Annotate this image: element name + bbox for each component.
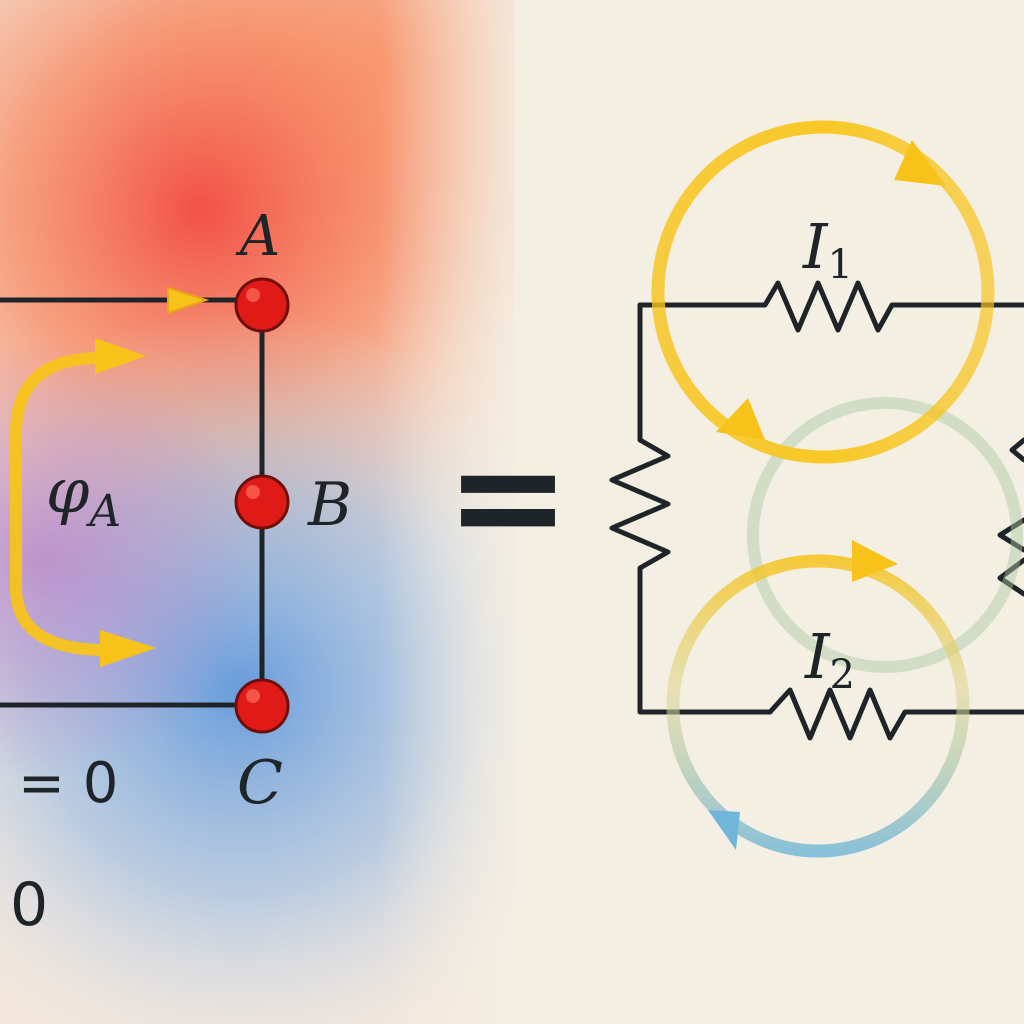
linking-loop-arrow <box>747 397 1023 673</box>
potential-subscript: A <box>85 486 121 537</box>
node-c[interactable] <box>234 678 290 734</box>
potential-symbol: φ <box>46 454 90 527</box>
left-resistor <box>609 302 773 715</box>
node-b-label: B <box>307 470 352 540</box>
potential-label: φA <box>46 454 121 537</box>
node-a-label: A <box>235 204 280 269</box>
top-resistor <box>637 280 1024 333</box>
node-a[interactable] <box>234 277 290 333</box>
node-b[interactable] <box>234 474 290 530</box>
right-resistor <box>997 437 1024 597</box>
bottom-resistor <box>767 687 1024 741</box>
node-c-label: C <box>237 748 283 818</box>
loop-current-1-arrow <box>651 120 995 464</box>
loop-current-1-label: I1 <box>802 210 853 288</box>
mesh-circuit <box>609 280 1024 741</box>
loop-current-2-label: I2 <box>804 620 855 698</box>
equation-fragment: = 0 <box>18 751 118 816</box>
zero-fragment: 0 <box>10 870 48 940</box>
loop-current-2-arrow <box>666 540 970 858</box>
potential-bracket-arrow <box>10 338 156 667</box>
wire-direction-arrow <box>167 286 210 315</box>
equals-sign: = <box>445 410 571 584</box>
